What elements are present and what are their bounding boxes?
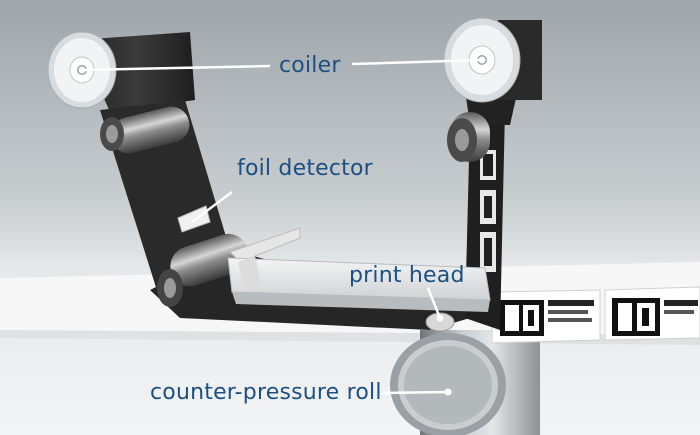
guide-roller-right bbox=[447, 112, 490, 162]
counter-pressure-roll bbox=[390, 330, 540, 435]
guide-roller-upper-left bbox=[100, 106, 190, 154]
coiler-leader-right bbox=[351, 58, 483, 66]
leader-lines bbox=[78, 56, 486, 396]
coiler-label: coiler bbox=[279, 53, 341, 78]
print-head-label: print head bbox=[349, 263, 465, 288]
printed-labels bbox=[491, 286, 700, 344]
guide-roller-lower-left bbox=[157, 233, 249, 307]
counter-roll-leader bbox=[381, 390, 449, 395]
foil-detector-label: foil detector bbox=[237, 156, 373, 181]
foil-detector-leader bbox=[191, 191, 233, 223]
coiler-leader-left bbox=[81, 64, 271, 72]
print-head-leader bbox=[426, 287, 442, 319]
print-head-assembly bbox=[227, 227, 491, 332]
counter-pressure-roll-label: counter-pressure roll bbox=[150, 380, 382, 405]
